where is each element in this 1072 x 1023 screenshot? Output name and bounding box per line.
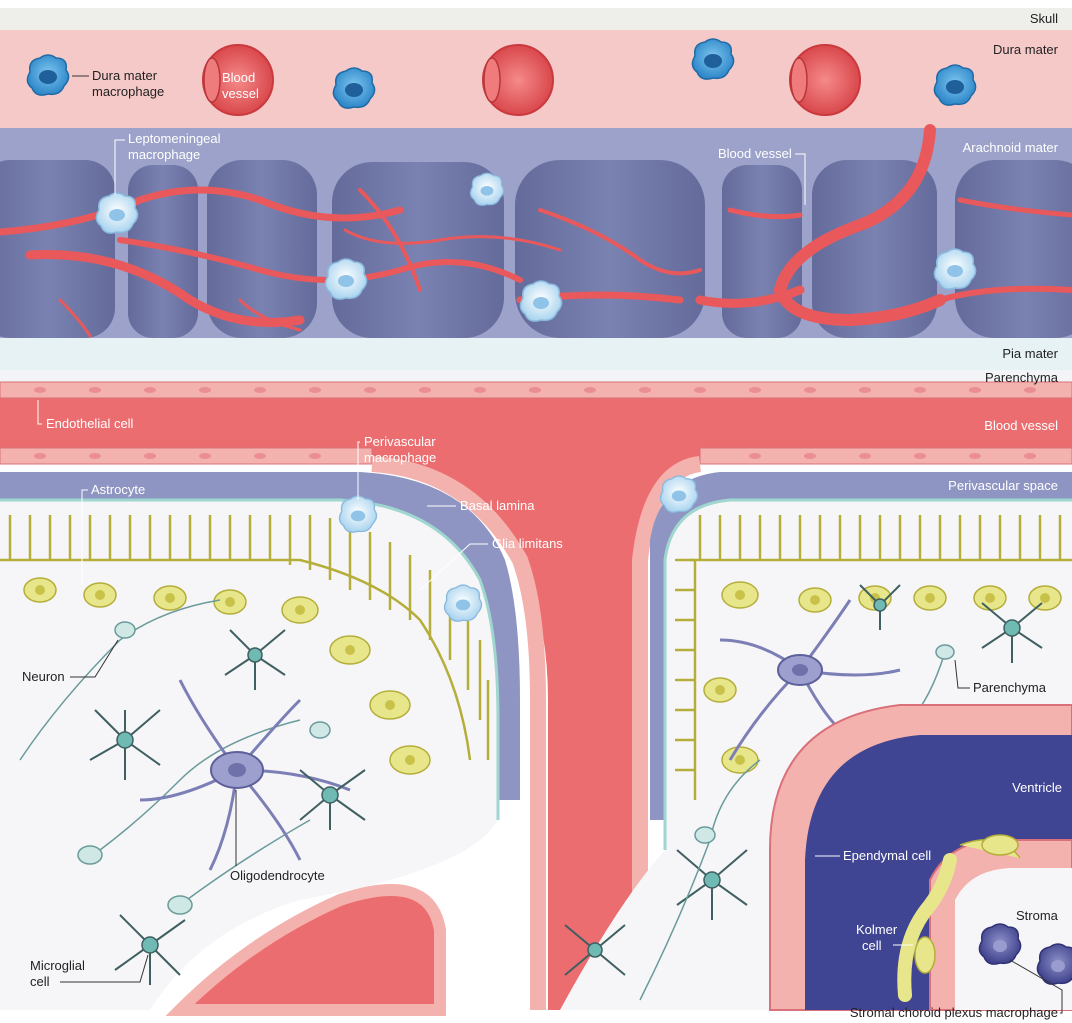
macrophage-icon [660,476,697,512]
macrophage-icon [27,55,68,95]
layer-label-skull: Skull [1030,11,1058,26]
macrophage-icon [692,39,733,79]
label-dura-macrophage-1: Dura mater [92,68,158,83]
macrophage-icon [520,281,561,321]
parenchyma-top-strip [0,370,1072,382]
layer-label-blood-vessel: Blood vessel [984,418,1058,433]
macrophage-icon [934,249,975,289]
macrophage-icon [96,193,137,233]
label-neuron: Neuron [22,669,65,684]
label-dura-macrophage-2: macrophage [92,84,164,99]
label-blood-vessel-1: Blood [222,70,255,85]
macrophage-icon [934,65,975,105]
label-oligodendrocyte: Oligodendrocyte [230,868,325,883]
label-stroma: Stroma [1016,908,1059,923]
label-blood-vessel-arachnoid: Blood vessel [718,146,792,161]
layer-label-parenchyma-top: Parenchyma [985,370,1059,385]
skull-layer [0,8,1072,30]
macrophage-icon [325,259,366,299]
macrophage-icon [471,173,504,205]
label-leptomeningeal-1: Leptomeningeal [128,131,221,146]
label-kolmer-2: cell [862,938,882,953]
label-endothelial-cell: Endothelial cell [46,416,134,431]
label-blood-vessel-2: vessel [222,86,259,101]
dura-blood-vessel-3 [790,45,860,115]
macrophage-icon [333,68,374,108]
macrophage-icon [339,496,376,532]
label-ventricle: Ventricle [1012,780,1062,795]
layer-label-pia: Pia mater [1002,346,1058,361]
label-parenchyma-right: Parenchyma [973,680,1047,695]
pia-mater-layer [0,338,1072,370]
label-microglial-2: cell [30,974,50,989]
layer-label-perivascular: Perivascular space [948,478,1058,493]
label-perivascular-2: macrophage [364,450,436,465]
label-microglial-1: Microglial [30,958,85,973]
label-glia-limitans: Glia limitans [492,536,563,551]
layer-label-dura: Dura mater [993,42,1059,57]
dura-blood-vessel-2 [483,45,553,115]
label-perivascular-1: Perivascular [364,434,436,449]
label-leptomeningeal-2: macrophage [128,147,200,162]
label-ependymal-cell: Ependymal cell [843,848,931,863]
macrophage-icon [444,585,481,621]
layer-label-arachnoid: Arachnoid mater [963,140,1059,155]
label-stromal-choroid: Stromal choroid plexus macrophage [850,1005,1058,1020]
label-basal-lamina: Basal lamina [460,498,535,513]
label-astrocyte: Astrocyte [91,482,145,497]
label-kolmer-1: Kolmer [856,922,898,937]
